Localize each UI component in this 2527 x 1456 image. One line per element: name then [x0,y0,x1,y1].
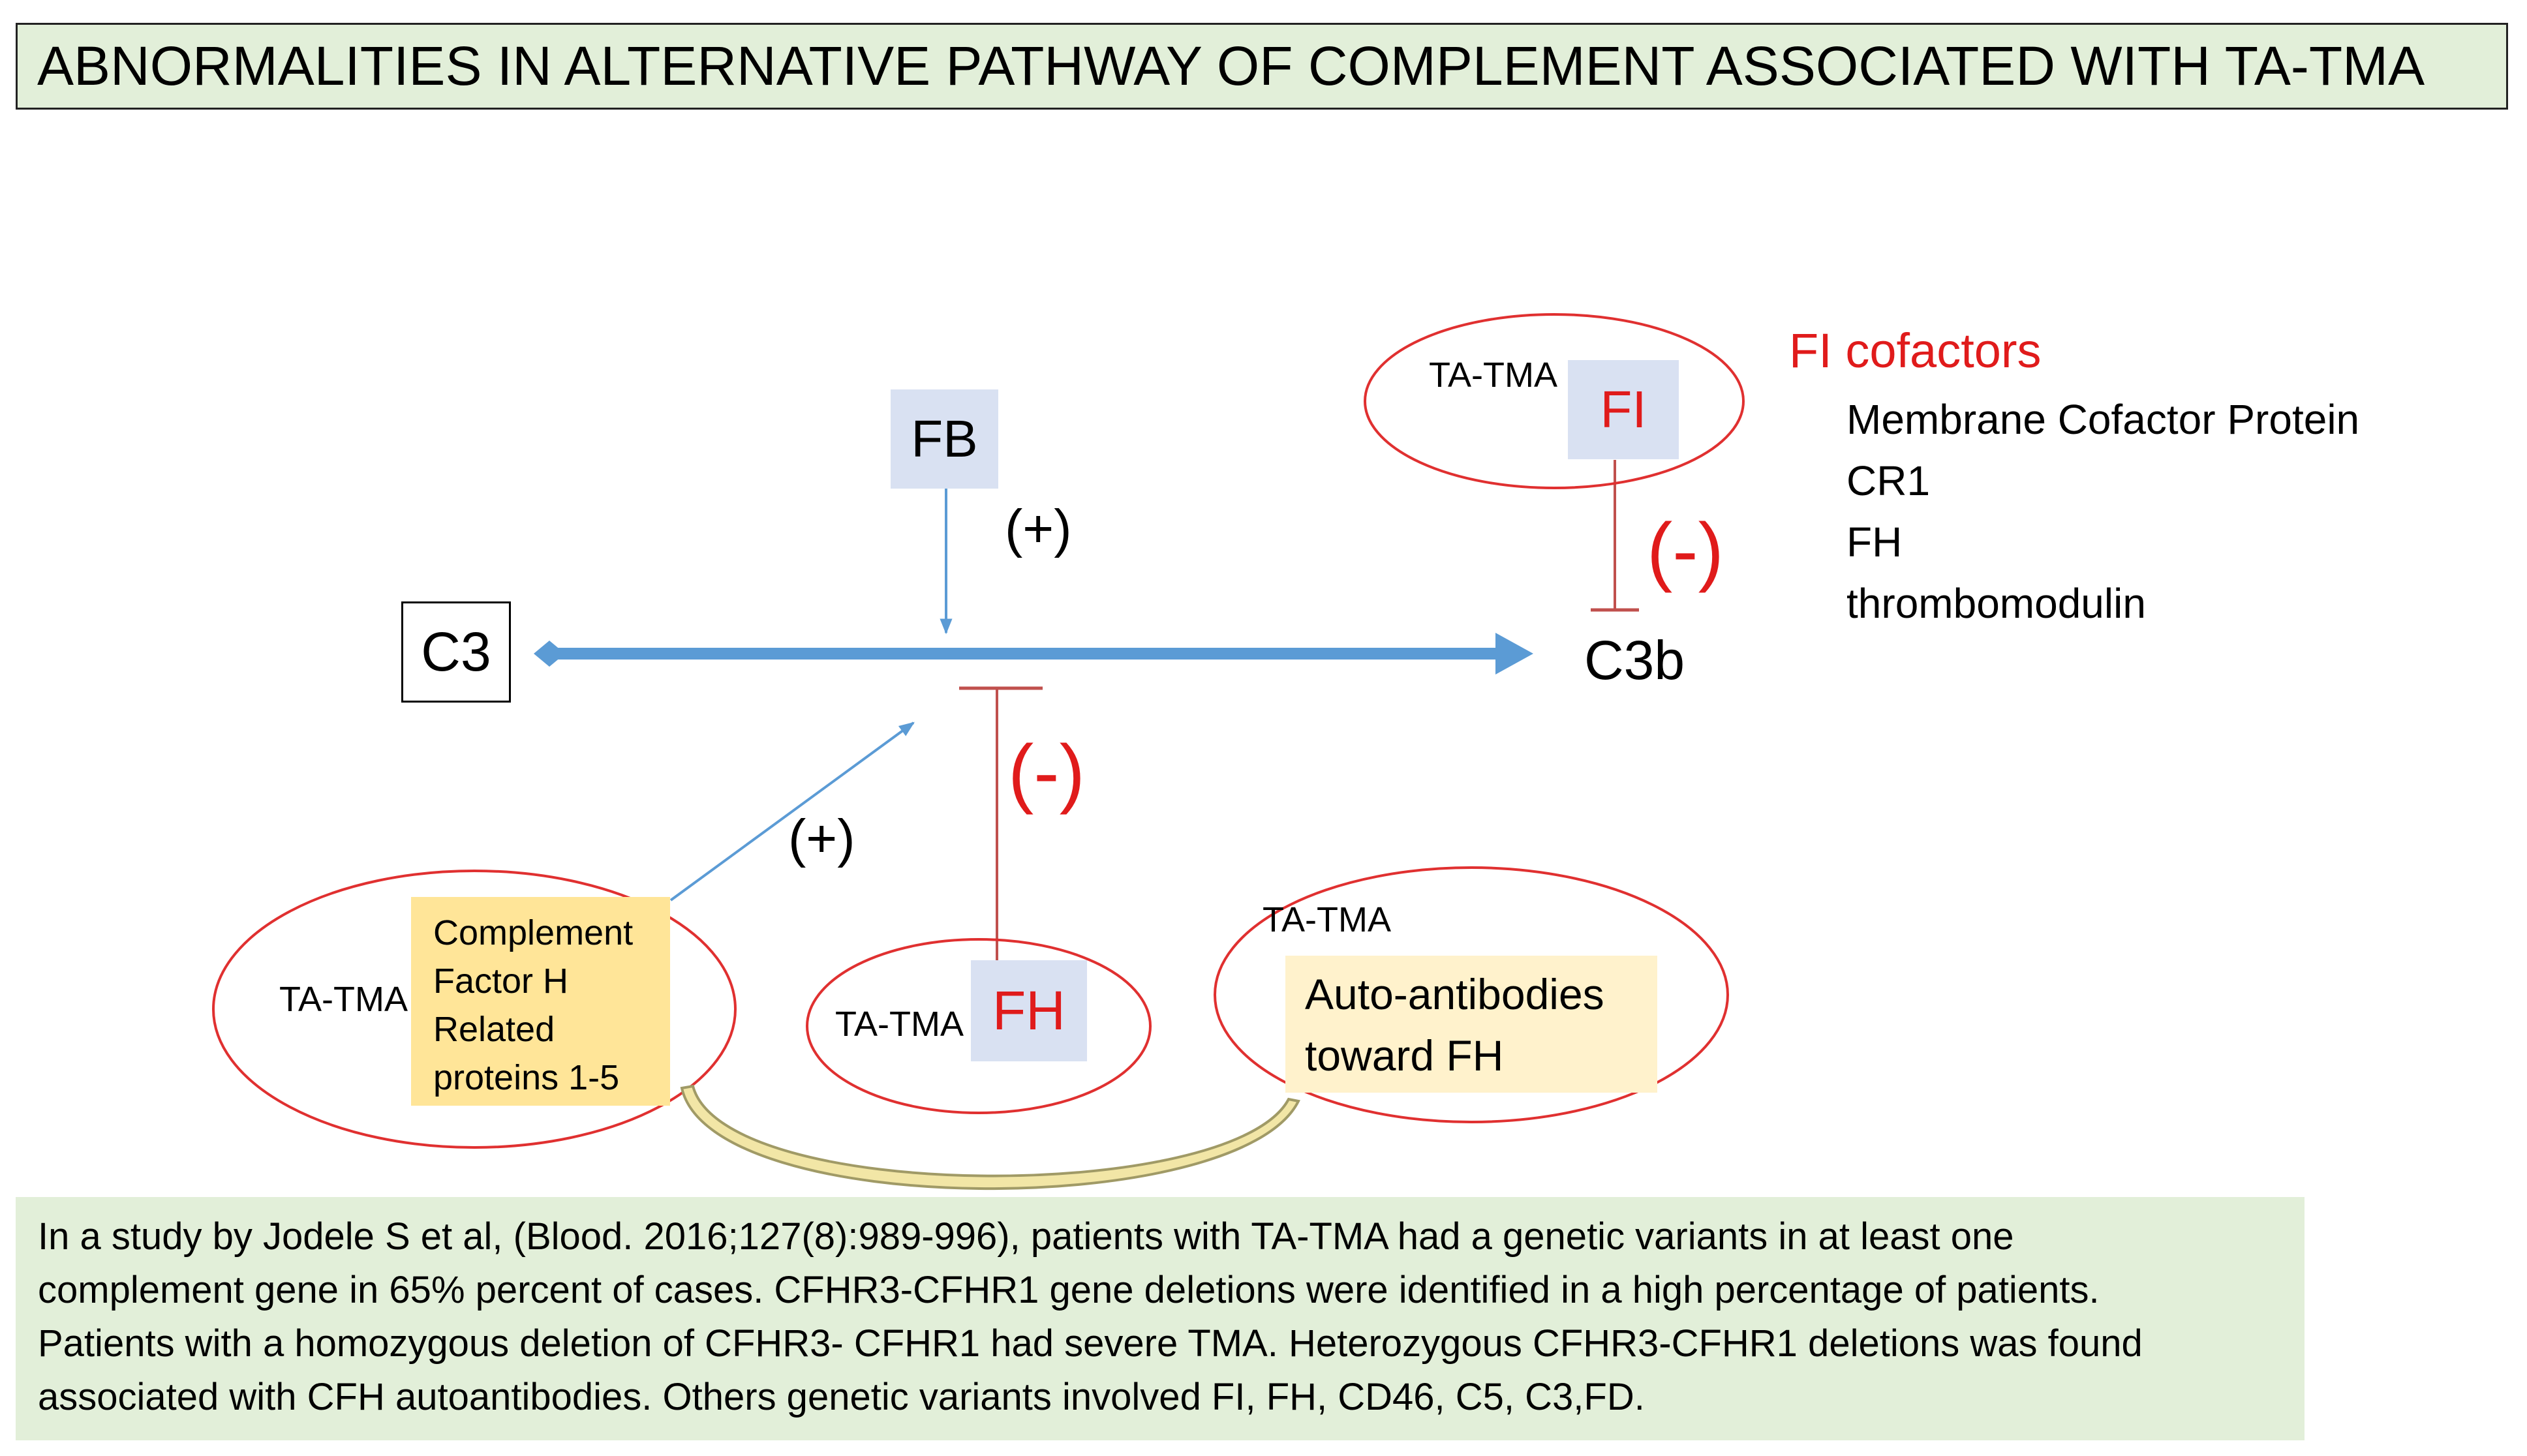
study-note-line: associated with CFH autoantibodies. Othe… [38,1376,1645,1418]
cfhr-plus-sign: (+) [788,809,855,868]
page-title: ABNORMALITIES IN ALTERNATIVE PATHWAY OF … [37,35,2425,97]
fi-ellipse [1364,313,1745,489]
fi-ta-tma-label: TA-TMA [1429,356,1557,395]
fi-minus-sign: (-) [1647,508,1724,594]
autoantibody-ellipse [1214,866,1729,1123]
fi-cofactors-list: Membrane Cofactor Protein CR1 FH thrombo… [1789,389,2359,634]
c3b-label: C3b [1584,629,1685,691]
fi-cofactor-item: thrombomodulin [1846,580,2146,627]
fi-label: FI [1600,380,1647,438]
fh-minus-sign: (-) [1008,729,1085,815]
autoantibody-label-line: toward FH [1305,1031,1504,1080]
study-note-box: In a study by Jodele S et al, (Blood. 20… [16,1197,2305,1440]
cfhr-autoantibody-connector [680,1084,1300,1191]
autoantibody-node: Auto-antibodies toward FH [1285,956,1657,1093]
cfhr-label-line: Factor H [433,962,569,1001]
cfhr-node: Complement Factor H Related proteins 1-5 [411,897,670,1106]
fb-plus-sign: (+) [1005,499,1072,558]
fi-cofactors-panel: FI cofactors Membrane Cofactor Protein C… [1789,323,2359,634]
fh-node: FH [971,960,1087,1061]
fh-ellipse [806,938,1152,1114]
fb-node: FB [891,389,998,489]
c3-label: C3 [421,621,491,682]
study-note-line: complement gene in 65% percent of cases.… [38,1269,2100,1311]
main-arrow-head [1495,633,1533,675]
study-note-line: In a study by Jodele S et al, (Blood. 20… [38,1215,2014,1258]
study-note-line: Patients with a homozygous deletion of C… [38,1322,2143,1365]
cfhr-label-line: proteins 1-5 [433,1058,620,1097]
autoantibody-ta-tma-label: TA-TMA [1263,900,1391,939]
title-box: ABNORMALITIES IN ALTERNATIVE PATHWAY OF … [16,23,2508,110]
cfhr-label-line: Related [433,1010,555,1049]
fi-node: FI [1568,360,1679,459]
autoantibody-label-line: Auto-antibodies [1305,970,1604,1018]
fh-ta-tma-label: TA-TMA [835,1005,964,1044]
fi-cofactor-item: CR1 [1846,457,1931,504]
cfhr-ta-tma-label: TA-TMA [279,980,408,1019]
c3-node: C3 [401,601,511,703]
fh-label: FH [992,980,1065,1041]
fb-label: FB [911,410,978,468]
cfhr-activation-arrow [669,721,915,902]
fi-cofactor-item: FH [1846,519,1903,566]
fi-cofactors-heading: FI cofactors [1789,324,2042,378]
cfhr-ellipse [212,870,737,1149]
fi-cofactor-item: Membrane Cofactor Protein [1846,396,2360,443]
cfhr-label-line: Complement [433,913,634,952]
